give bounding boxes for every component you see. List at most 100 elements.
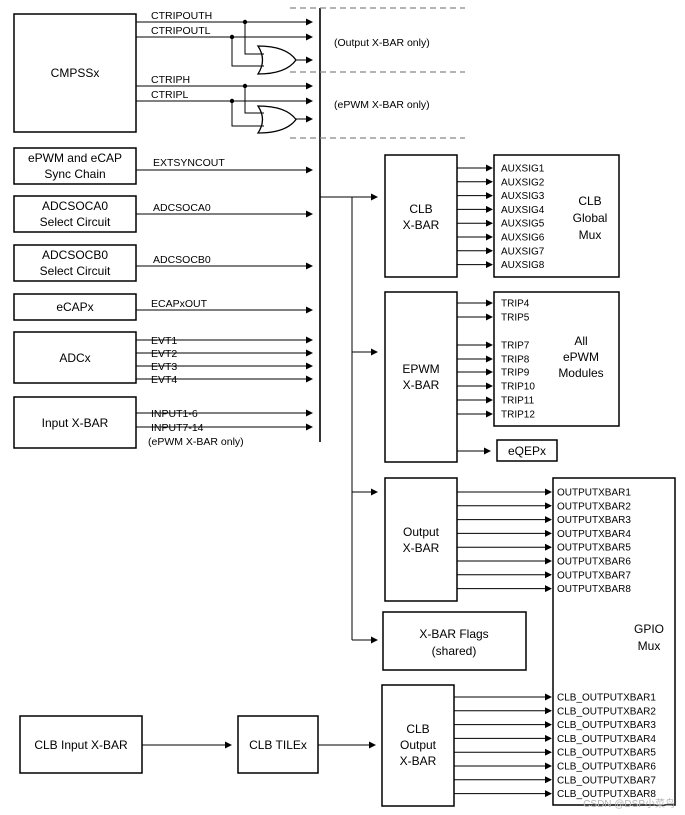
clb-outputxbar-label-3: CLB_OUTPUTXBAR3 <box>557 720 656 731</box>
gpio-mux-block: GPIO Mux <box>552 477 676 806</box>
xbar-flags-block: X-BAR Flags (shared) <box>382 611 527 671</box>
or-gate-2 <box>229 83 313 134</box>
source-signals: EXTSYNCOUT ADCSOCA0 ADCSOCB0 ECAPxOUT EV… <box>136 157 313 448</box>
ctriph-label: CTRIPH <box>151 74 190 86</box>
cmpss-signals: CTRIPOUTH CTRIPOUTL CTRIPH CTRIPL <box>136 10 313 105</box>
all-epwm-label-3: Modules <box>558 366 603 380</box>
clb-output-xbar-label-2: Output <box>400 738 437 752</box>
clb-outputxbar-label-4: CLB_OUTPUTXBAR4 <box>557 734 656 745</box>
cmpss-label: CMPSSx <box>51 66 100 80</box>
trip-signals: TRIP4TRIP5TRIP7TRIP8TRIP9TRIP10TRIP11TRI… <box>457 299 535 421</box>
evt1-label: EVT1 <box>151 335 177 347</box>
all-epwm-label-2: ePWM <box>563 350 599 364</box>
gpio-mux-label-2: Mux <box>638 639 661 653</box>
auxsig-label-4: AUXSIG4 <box>501 205 545 216</box>
xbar-flags-label-1: X-BAR Flags <box>419 627 488 641</box>
output-xbar-label-2: X-BAR <box>403 541 440 555</box>
clb-input-xbar-label: CLB Input X-BAR <box>34 738 128 752</box>
trip-label-1: TRIP4 <box>501 299 530 310</box>
auxsig-label-6: AUXSIG6 <box>501 233 545 244</box>
adcsocb-label-2: Select Circuit <box>40 264 111 278</box>
epwm-xbar-block: EPWM X-BAR <box>384 291 458 463</box>
distribution-wires <box>320 193 378 644</box>
clb-xbar-label-1: CLB <box>409 202 432 216</box>
clb-output-xbar-label-1: CLB <box>406 722 429 736</box>
ctripouth-label: CTRIPOUTH <box>151 10 212 22</box>
clb-output-xbar-label-3: X-BAR <box>400 754 437 768</box>
outputxbar-signals: OUTPUTXBAR1OUTPUTXBAR2OUTPUTXBAR3OUTPUTX… <box>457 488 631 595</box>
cmpss-block: CMPSSx <box>13 13 137 133</box>
clb-xbar-block: CLB X-BAR <box>384 154 458 278</box>
ctripl-label: CTRIPL <box>151 89 189 101</box>
trip-label-3: TRIP7 <box>501 341 530 352</box>
clb-global-mux-label-2: Global <box>573 211 608 225</box>
input1-6-label: INPUT1-6 <box>151 408 198 420</box>
input7-14-label: INPUT7-14 <box>151 422 204 434</box>
adcsoca-label-1: ADCSOCA0 <box>42 199 108 213</box>
outputxbar-label-1: OUTPUTXBAR1 <box>557 488 631 499</box>
outputxbar-label-8: OUTPUTXBAR8 <box>557 584 631 595</box>
auxsig-label-8: AUXSIG8 <box>501 260 545 271</box>
adcsoca-label-2: Select Circuit <box>40 215 111 229</box>
clb-outputxbar-label-6: CLB_OUTPUTXBAR6 <box>557 762 656 773</box>
outputxbar-label-3: OUTPUTXBAR3 <box>557 515 631 526</box>
clb-global-mux-label-1: CLB <box>578 194 601 208</box>
evt3-label: EVT3 <box>151 361 177 373</box>
trip-label-6: TRIP10 <box>501 382 535 393</box>
auxsig-label-3: AUXSIG3 <box>501 191 545 202</box>
auxsig-signals: AUXSIG1AUXSIG2AUXSIG3AUXSIG4AUXSIG5AUXSI… <box>457 164 545 271</box>
clb-output-xbar-block: CLB Output X-BAR <box>381 684 455 807</box>
trip-label-2: TRIP5 <box>501 313 530 324</box>
outputxbar-label-5: OUTPUTXBAR5 <box>557 543 631 554</box>
ecap-block: eCAPx <box>13 293 137 321</box>
or-gate-1 <box>229 19 313 75</box>
note-epwm-xbar-only: (ePWM X-BAR only) <box>334 99 430 111</box>
trip-label-4: TRIP8 <box>501 355 530 366</box>
output-xbar-block: Output X-BAR <box>384 477 458 602</box>
clb-tile-label: CLB TILEx <box>249 738 307 752</box>
eqep-block: eQEPx <box>457 439 558 462</box>
outputxbar-label-6: OUTPUTXBAR6 <box>557 557 631 568</box>
epwm-xbar-label-2: X-BAR <box>403 378 440 392</box>
clb-outputxbar-label-2: CLB_OUTPUTXBAR2 <box>557 706 656 717</box>
ecapxout-label: ECAPxOUT <box>151 298 208 310</box>
clb-tile-block: CLB TILEx <box>237 715 319 774</box>
all-epwm-modules-block: All ePWM Modules <box>493 291 620 427</box>
epwm-xbar-label-1: EPWM <box>402 362 439 376</box>
auxsig-label-5: AUXSIG5 <box>501 219 545 230</box>
watermark: CSDN @DSP小菜鸟 <box>583 797 675 810</box>
extsyncout-label: EXTSYNCOUT <box>153 157 225 169</box>
clb-input-xbar-block: CLB Input X-BAR <box>19 715 143 774</box>
trip-label-8: TRIP12 <box>501 410 535 421</box>
clb-outputxbar-label-8: CLB_OUTPUTXBAR8 <box>557 789 656 800</box>
trip-label-7: TRIP11 <box>501 396 535 407</box>
ecap-label: eCAPx <box>56 300 93 314</box>
evt2-label: EVT2 <box>151 348 177 360</box>
trip-label-5: TRIP9 <box>501 368 530 379</box>
input-xbar-label: Input X-BAR <box>42 416 109 430</box>
adcsocb-block: ADCSOCB0 Select Circuit <box>13 244 137 282</box>
clb-outputxbar-label-1: CLB_OUTPUTXBAR1 <box>557 693 656 704</box>
clb-outputxbar-label-5: CLB_OUTPUTXBAR5 <box>557 748 656 759</box>
note-output-xbar-only: (Output X-BAR only) <box>334 37 430 49</box>
clb-global-mux-block: CLB Global Mux <box>493 154 620 278</box>
input-epwm-only-label: (ePWM X-BAR only) <box>148 436 244 448</box>
adcsocb-label-1: ADCSOCB0 <box>42 248 108 262</box>
evt4-label: EVT4 <box>151 374 177 386</box>
outputxbar-label-4: OUTPUTXBAR4 <box>557 529 631 540</box>
adcsocb0-signal-label: ADCSOCB0 <box>153 254 211 266</box>
outputxbar-label-7: OUTPUTXBAR7 <box>557 570 631 581</box>
epwm-sync-chain-block: ePWM and eCAP Sync Chain <box>13 147 137 185</box>
adcsoca-block: ADCSOCA0 Select Circuit <box>13 195 137 233</box>
gpio-mux-label-1: GPIO <box>634 622 664 636</box>
clb-global-mux-label-3: Mux <box>579 228 602 242</box>
epwm-sync-label-1: ePWM and eCAP <box>28 151 122 165</box>
auxsig-label-1: AUXSIG1 <box>501 164 545 175</box>
xbar-flags-label-2: (shared) <box>432 644 477 658</box>
adc-block: ADCx <box>13 331 137 384</box>
adcsoca0-signal-label: ADCSOCA0 <box>153 202 211 214</box>
ctripoutl-label: CTRIPOUTL <box>151 25 211 37</box>
output-xbar-label-1: Output <box>403 525 440 539</box>
input-xbar-block: Input X-BAR <box>13 396 137 449</box>
